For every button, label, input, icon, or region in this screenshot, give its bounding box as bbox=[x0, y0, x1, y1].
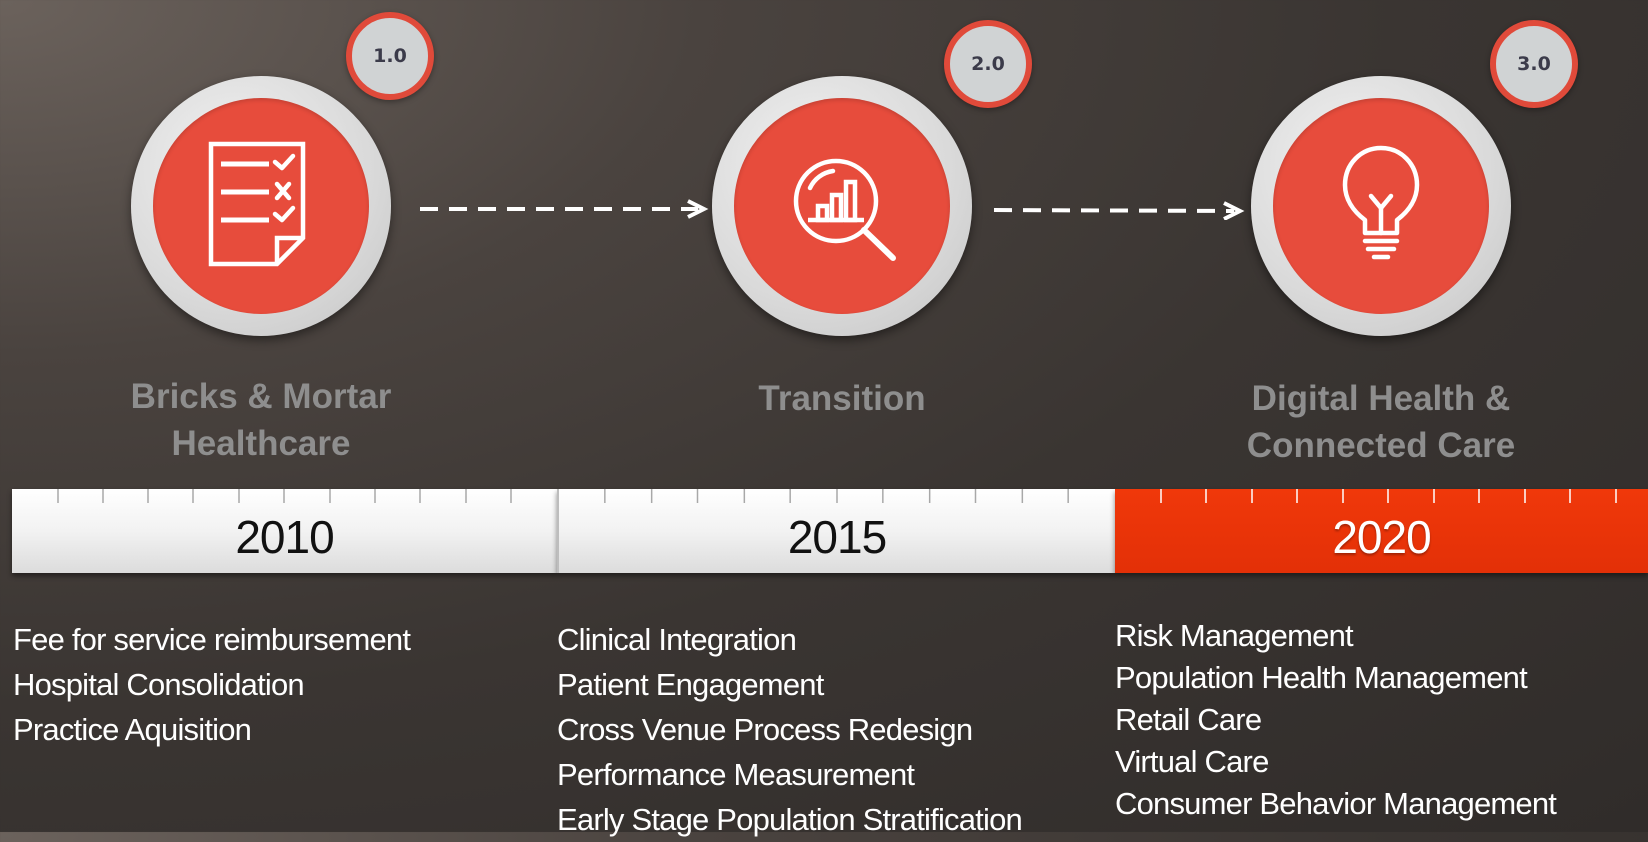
phase-3-badge: 3.0 bbox=[1490, 20, 1578, 108]
list-item: Retail Care bbox=[1115, 702, 1262, 737]
phase-1-ring bbox=[131, 76, 391, 336]
magnifier-bar-chart-icon bbox=[793, 158, 896, 261]
list-item: Early Stage Population Stratification bbox=[557, 802, 1023, 837]
phase-1-circle bbox=[153, 98, 369, 314]
checklist-document-icon bbox=[208, 141, 306, 267]
phase-1: 1.0 Bricks & Mortar Healthcare bbox=[131, 0, 531, 470]
phase-2-badge: 2.0 bbox=[944, 20, 1032, 108]
list-2010: Fee for service reimbursement Hospital C… bbox=[13, 617, 411, 752]
list-item: Hospital Consolidation bbox=[13, 667, 305, 702]
list-item: Performance Measurement bbox=[557, 757, 915, 792]
timeline-segment-2020: 2020 bbox=[1115, 489, 1648, 573]
list-2020: Risk Management Population Health Manage… bbox=[1115, 615, 1557, 825]
list-item: Patient Engagement bbox=[557, 667, 824, 702]
phase-3-title-line2: Connected Care bbox=[1246, 426, 1516, 465]
year-label-2015: 2015 bbox=[787, 511, 887, 563]
phase-2: 2.0 Transition bbox=[712, 0, 1112, 470]
phase-3-circle bbox=[1273, 98, 1489, 314]
list-item: Population Health Management bbox=[1115, 660, 1528, 695]
phase-2-title-line1: Transition bbox=[758, 379, 926, 418]
list-item: Fee for service reimbursement bbox=[13, 622, 411, 657]
year-label-2020: 2020 bbox=[1332, 511, 1431, 563]
timeline-ruler: 2010 2015 bbox=[12, 489, 1648, 573]
lightbulb-icon bbox=[1342, 145, 1420, 260]
arrow-2-icon bbox=[994, 201, 1245, 220]
list-item: Consumer Behavior Management bbox=[1115, 786, 1557, 821]
phase-3: 3.0 Digital Health & Connected Care bbox=[1247, 0, 1648, 470]
list-2015: Clinical Integration Patient Engagement … bbox=[557, 617, 1023, 842]
arrow-1-icon bbox=[420, 199, 709, 219]
ruler-ticks bbox=[57, 489, 512, 503]
timeline-segment-2010: 2010 bbox=[12, 489, 557, 573]
list-item: Cross Venue Process Redesign bbox=[557, 712, 973, 747]
list-item: Risk Management bbox=[1115, 618, 1354, 653]
phase-2-circle bbox=[734, 98, 950, 314]
ruler-ticks bbox=[604, 489, 1069, 503]
phase-1-title: Bricks & Mortar Healthcare bbox=[81, 373, 441, 467]
phase-3-ring bbox=[1251, 76, 1511, 336]
phase-1-title-line1: Bricks & Mortar bbox=[130, 377, 392, 416]
phase-1-badge: 1.0 bbox=[346, 12, 434, 100]
phase-3-title-line1: Digital Health & bbox=[1251, 379, 1511, 418]
list-item: Practice Aquisition bbox=[13, 712, 252, 747]
phase-3-title: Digital Health & Connected Care bbox=[1201, 375, 1561, 469]
list-item: Virtual Care bbox=[1115, 744, 1269, 779]
list-item: Clinical Integration bbox=[557, 622, 797, 657]
timeline-segment-2015: 2015 bbox=[557, 489, 1115, 573]
ruler-ticks bbox=[1160, 489, 1617, 503]
phase-2-ring bbox=[712, 76, 972, 336]
phase-1-title-line2: Healthcare bbox=[171, 424, 351, 463]
phase-2-title: Transition bbox=[662, 375, 1022, 422]
year-label-2010: 2010 bbox=[235, 511, 334, 563]
